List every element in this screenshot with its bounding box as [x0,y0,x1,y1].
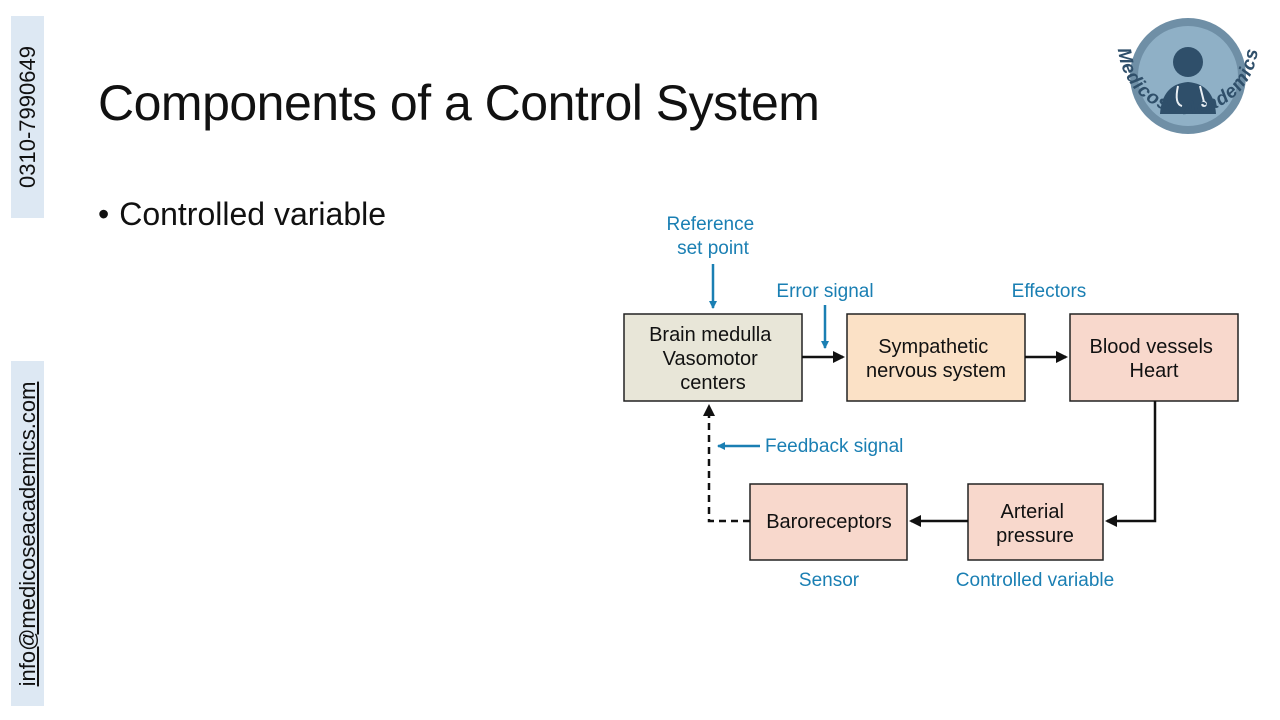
effector-line-1: Blood vessels [1090,336,1213,358]
email-strip: info@medicoseacademics.com [11,361,44,706]
bullet-icon: • [98,196,110,232]
bullet-item: •Controlled variable [98,196,386,233]
effector-box: Blood vessels Heart [1069,313,1239,402]
svg-text:Sympathetic nervous syst: Sympathetic nervous system [866,336,1006,382]
reference-label-2: set point [677,238,750,259]
feedback-signal-label: Feedback signal [765,436,903,457]
effector-line-2: Heart [1130,360,1179,382]
brain-line-1: Brain medulla [649,324,772,346]
brain-line-2: Vasomotor [663,348,759,370]
sensor-label: Sensor [799,570,860,591]
arterial-line-2: pressure [996,525,1074,547]
controlled-variable-label: Controlled variable [956,570,1114,591]
arterial-line-1: Arterial [1001,501,1064,523]
arterial-pressure-box: Arterial pressure [967,483,1104,561]
bullet-text: Controlled variable [119,196,387,232]
reference-label-1: Reference [667,214,755,235]
svg-text:Arterial pressure: Arterial pressure [996,501,1074,547]
error-signal-label: Error signal [776,281,873,302]
feedback-dashed-arrow [703,404,750,523]
arrow-effector-to-pressure [1105,401,1157,527]
phone-strip: 0310-7990649 [11,16,44,218]
svg-text:Blood vessels Heart: Blood vessels Heart [1090,336,1219,382]
baroreceptors-label: Baroreceptors [766,511,892,533]
brain-line-3: centers [680,372,746,394]
svg-text:Reference set point: Reference set point [667,214,760,259]
slide-title: Components of a Control System [98,75,820,131]
svg-text:Brain medulla Vasomotor: Brain medulla Vasomotor centers [649,324,777,394]
sympathetic-line-2: nervous system [866,360,1006,382]
doctor-avatar-icon [1160,47,1216,114]
baroreceptors-box: Baroreceptors [749,483,908,561]
medicose-logo: Medicose Academics [1113,18,1262,134]
svg-text:Baroreceptors: Baroreceptors [766,511,892,533]
brain-medulla-box: Brain medulla Vasomotor centers [623,313,803,402]
effectors-label: Effectors [1012,281,1087,302]
sympathetic-box: Sympathetic nervous system [846,313,1026,402]
sympathetic-line-1: Sympathetic [878,336,988,358]
